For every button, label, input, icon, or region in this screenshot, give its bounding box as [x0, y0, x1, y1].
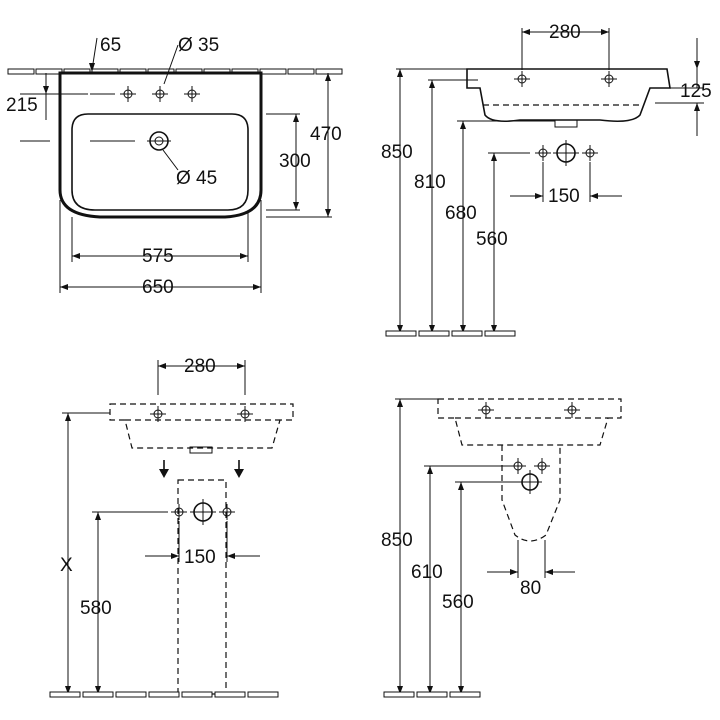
label-65: 65	[100, 35, 121, 56]
label-580: 580	[80, 598, 112, 619]
label-850: 850	[381, 530, 413, 551]
label-810: 810	[414, 172, 446, 193]
tap-hole-left	[119, 85, 137, 103]
supply-right	[581, 144, 599, 162]
supply-right	[533, 457, 551, 475]
drain-center	[190, 499, 216, 525]
supply-left	[509, 457, 527, 475]
label-x: X	[60, 555, 73, 576]
floor-strip	[49, 691, 279, 698]
label-610: 610	[411, 562, 443, 583]
basin-side-dashed	[437, 398, 622, 446]
label-680: 680	[445, 203, 477, 224]
tap-hole-left	[477, 401, 495, 419]
overflow-hole	[147, 131, 171, 151]
label-650: 650	[142, 277, 174, 298]
top-view: 65 Ø 35 215 Ø 45 300 470 575	[6, 35, 343, 298]
tap-hole-left	[513, 70, 531, 88]
tap-hole-left	[149, 405, 167, 423]
label-150: 150	[184, 547, 216, 568]
floor-strip	[385, 330, 516, 337]
front-view-pedestal: 280 150 X 580	[49, 356, 294, 698]
tap-hole-right	[600, 70, 618, 88]
tap-hole-right	[563, 401, 581, 419]
label-80: 80	[520, 578, 541, 599]
floor-strip	[383, 691, 481, 698]
drain-center	[553, 140, 579, 166]
side-view-pedestal: 80 850 610 560	[381, 398, 622, 698]
label-470: 470	[310, 124, 342, 145]
pedestal-side-dashed	[501, 445, 561, 542]
supply-left	[170, 503, 188, 521]
label-560: 560	[442, 592, 474, 613]
basin-bowl	[71, 113, 249, 211]
tap-hole-center	[151, 85, 169, 103]
label-215: 215	[6, 95, 38, 116]
basin-outline	[58, 71, 263, 219]
label-300: 300	[279, 151, 311, 172]
leader-overflow-diameter	[162, 149, 179, 171]
label-280: 280	[549, 22, 581, 43]
label-850: 850	[381, 142, 413, 163]
supply-right	[218, 503, 236, 521]
basin-front-dashed	[109, 403, 294, 449]
side-view-wall-hung: 280 125 850 810 680 560	[381, 22, 712, 337]
label-125: 125	[680, 81, 712, 102]
label-overflow-diameter: Ø 45	[176, 168, 217, 189]
label-150: 150	[548, 186, 580, 207]
label-tap-diameter: Ø 35	[178, 35, 219, 56]
label-560: 560	[476, 229, 508, 250]
label-280: 280	[184, 356, 216, 377]
leader-tap-diameter	[163, 44, 179, 85]
tap-hole-right	[183, 85, 201, 103]
supply-left	[534, 144, 552, 162]
label-575: 575	[142, 246, 174, 267]
basin-profile	[466, 68, 671, 122]
